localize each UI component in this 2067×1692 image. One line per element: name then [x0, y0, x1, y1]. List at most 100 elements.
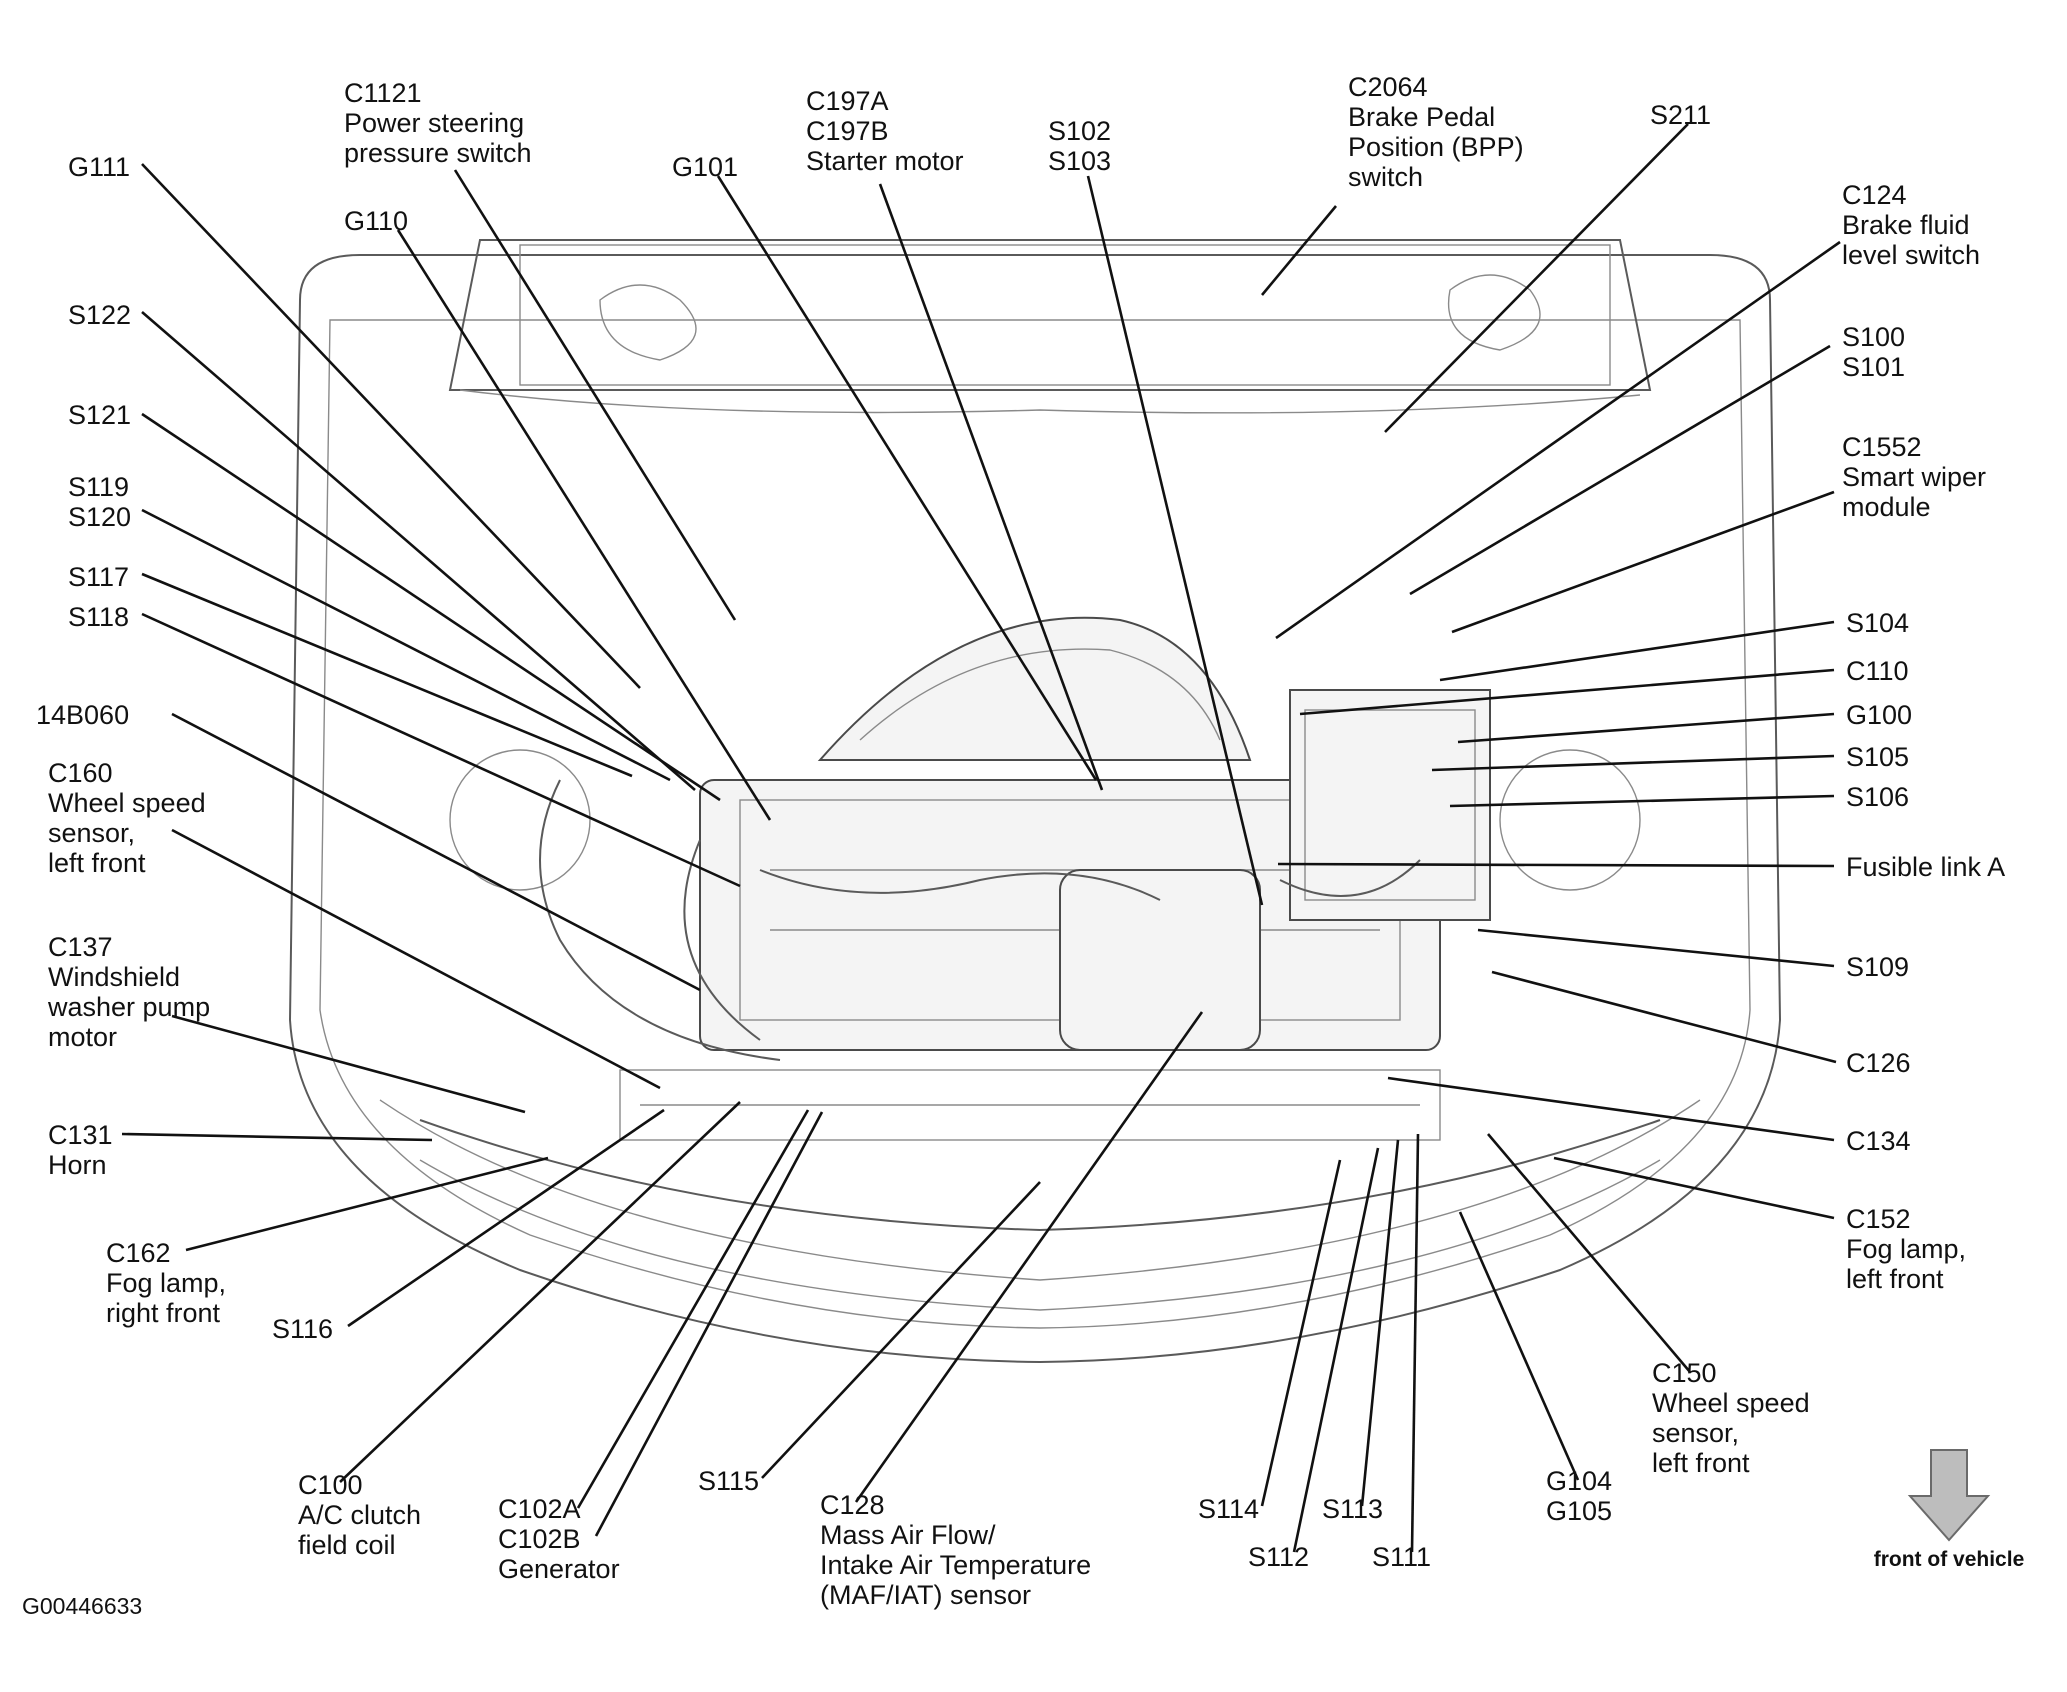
leader-c102b — [594, 1111, 824, 1537]
leader-s116 — [347, 1108, 665, 1328]
callout-c102-line: Generator — [498, 1554, 620, 1584]
callout-c2064-line: Position (BPP) — [1348, 132, 1524, 162]
callout-c150-line: sensor, — [1652, 1418, 1739, 1448]
callout-s117: S117 — [68, 562, 129, 592]
leader-s118 — [141, 612, 741, 888]
callout-s112: S112 — [1248, 1542, 1309, 1572]
callout-c197-line: C197A — [806, 86, 889, 116]
callout-fusible-line: Fusible link A — [1846, 852, 2005, 882]
leader-s106 — [1449, 794, 1835, 808]
callout-c110: C110 — [1846, 656, 1909, 686]
leader-c1121 — [453, 169, 737, 621]
callout-g111-line: G111 — [68, 152, 130, 182]
leader-s117 — [141, 572, 633, 778]
callout-s116-line: S116 — [272, 1314, 333, 1344]
callout-c126: C126 — [1846, 1048, 1911, 1078]
callout-c1552-line: C1552 — [1842, 432, 1922, 462]
callout-s106-line: S106 — [1846, 782, 1909, 812]
callout-c124-line: C124 — [1842, 180, 1907, 210]
callout-s122-line: S122 — [68, 300, 131, 330]
leader-14b060 — [171, 712, 701, 992]
leader-c128 — [854, 1011, 1204, 1503]
callout-c100-line: field coil — [298, 1530, 396, 1560]
callout-s109: S109 — [1846, 952, 1909, 982]
callout-c1552-line: Smart wiper — [1842, 462, 1986, 492]
callout-c1552-line: module — [1842, 492, 1931, 522]
callout-s118-line: S118 — [68, 602, 129, 632]
callout-s112-line: S112 — [1248, 1542, 1309, 1572]
callout-s102-line: S103 — [1048, 146, 1111, 176]
callout-c137-line: Windshield — [48, 962, 180, 992]
leader-s100 — [1409, 344, 1831, 596]
leader-c134 — [1387, 1076, 1835, 1142]
callout-c150-line: C150 — [1652, 1358, 1717, 1388]
leader-c126 — [1491, 970, 1837, 1064]
callout-c152-line: left front — [1846, 1264, 1944, 1294]
callout-c162-line: C162 — [106, 1238, 171, 1268]
callout-s116: S116 — [272, 1314, 333, 1344]
callout-g100-line: G100 — [1846, 700, 1912, 730]
callout-c100-line: C100 — [298, 1470, 363, 1500]
callout-c150-line: Wheel speed — [1652, 1388, 1810, 1418]
leader-g100 — [1457, 712, 1835, 744]
callout-fusible: Fusible link A — [1846, 852, 2005, 882]
callout-c162-line: Fog lamp, — [106, 1268, 226, 1298]
callout-c162-line: right front — [106, 1298, 221, 1328]
callout-c1121-line: pressure switch — [344, 138, 532, 168]
leader-s102 — [1086, 175, 1264, 906]
callout-c128-line: C128 — [820, 1490, 885, 1520]
callout-s111: S111 — [1372, 1542, 1431, 1572]
callout-b14b060: 14B060 — [36, 700, 129, 730]
callout-c2064-line: Brake Pedal — [1348, 102, 1495, 132]
callout-s115: S115 — [698, 1466, 759, 1496]
callout-c160-line: sensor, — [48, 818, 135, 848]
leader-s104 — [1439, 620, 1835, 682]
callout-c150-line: left front — [1652, 1448, 1750, 1478]
callout-c131-line: C131 — [48, 1120, 113, 1150]
leader-s111 — [1410, 1133, 1420, 1553]
callout-c160-line: left front — [48, 848, 146, 878]
callout-s119-line: S119 — [68, 472, 129, 502]
callout-s100-line: S100 — [1842, 322, 1905, 352]
leader-c100 — [339, 1101, 741, 1483]
callout-c152-line: C152 — [1846, 1204, 1911, 1234]
callout-g110-line: G110 — [344, 206, 408, 236]
callout-s119-line: S120 — [68, 502, 131, 532]
leader-c131 — [121, 1132, 433, 1142]
callout-c128-line: (MAF/IAT) sensor — [820, 1580, 1031, 1610]
leader-g110 — [396, 229, 772, 821]
leader-s119 — [141, 508, 671, 782]
callout-s114: S114 — [1198, 1494, 1259, 1524]
leader-g101 — [716, 175, 1098, 781]
leader-c152 — [1553, 1156, 1835, 1220]
callout-s117-line: S117 — [68, 562, 129, 592]
leader-c137 — [171, 1014, 526, 1114]
leader-s122 — [141, 311, 696, 791]
callout-b14b060-line: 14B060 — [36, 700, 129, 730]
callout-c152-line: Fog lamp, — [1846, 1234, 1966, 1264]
callout-s109-line: S109 — [1846, 952, 1909, 982]
callout-c110-line: C110 — [1846, 656, 1909, 686]
front-of-vehicle-label: front of vehicle — [1874, 1548, 2025, 1571]
callout-s104-line: S104 — [1846, 608, 1909, 638]
leader-s114 — [1260, 1159, 1342, 1507]
callout-c131-line: Horn — [48, 1150, 107, 1180]
leader-c160 — [171, 828, 661, 1090]
callout-g104-line: G105 — [1546, 1496, 1612, 1526]
callout-c126-line: C126 — [1846, 1048, 1911, 1078]
callout-s104: S104 — [1846, 608, 1909, 638]
